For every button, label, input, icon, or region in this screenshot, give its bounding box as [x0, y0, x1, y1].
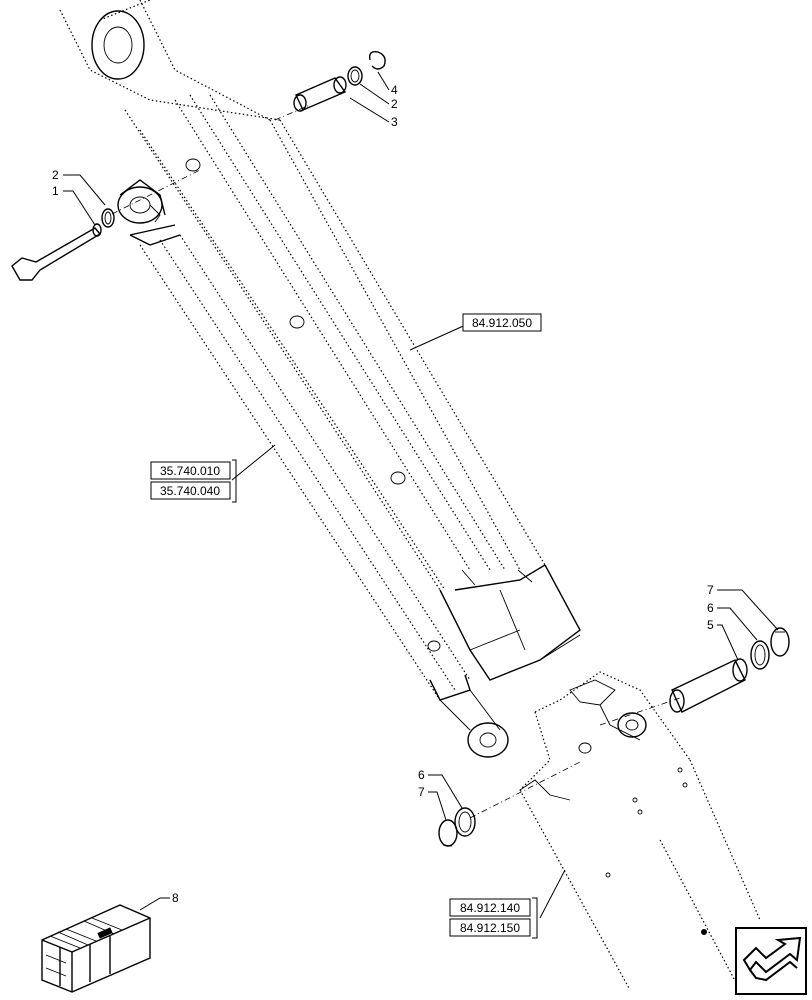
next-page-arrow-icon[interactable] — [735, 927, 807, 995]
callout-2-top: 2 — [391, 97, 398, 111]
callout-8: 8 — [172, 891, 179, 905]
pin-3-assembly — [274, 50, 386, 121]
kit-crate-icon — [41, 904, 151, 993]
ref-boom[interactable]: 84.912.050 — [462, 313, 542, 332]
ref-cylinder-group: 35.740.010 35.740.040 — [150, 459, 237, 503]
lower-bracket — [519, 671, 761, 991]
ref-boom-label: 84.912.050 — [472, 316, 532, 330]
callout-7-bottom: 7 — [418, 785, 425, 799]
ref-bracket-2-box[interactable] — [449, 918, 531, 937]
ref-cylinder-2-label: 35.740.040 — [160, 484, 220, 498]
pin-5-assembly — [599, 627, 790, 726]
ref-cylinder-1-label: 35.740.010 — [160, 464, 220, 478]
pin-1-assembly — [11, 169, 201, 281]
callout-leaders — [63, 71, 779, 919]
callout-6-bottom: 6 — [418, 768, 425, 782]
ref-bracket-1-label: 84.912.140 — [460, 901, 520, 915]
callout-3: 3 — [391, 115, 398, 129]
callout-2-left: 2 — [52, 168, 59, 182]
callout-1: 1 — [52, 184, 59, 198]
callout-4: 4 — [391, 83, 398, 97]
washer-set-bottom — [438, 761, 581, 847]
ref-bracket-2-label: 84.912.150 — [460, 921, 520, 935]
boom-arm — [59, 0, 581, 681]
callout-5: 5 — [707, 618, 714, 632]
ref-bracket-1-box[interactable] — [449, 898, 531, 917]
callout-6-right: 6 — [707, 601, 714, 615]
ref-cylinder-1-box[interactable] — [150, 461, 231, 480]
callout-7-right: 7 — [707, 583, 714, 597]
ref-cylinder-2-box[interactable] — [150, 481, 231, 500]
ref-bracket-group: 84.912.140 84.912.150 — [449, 897, 538, 939]
hydraulic-cylinder — [117, 179, 509, 758]
